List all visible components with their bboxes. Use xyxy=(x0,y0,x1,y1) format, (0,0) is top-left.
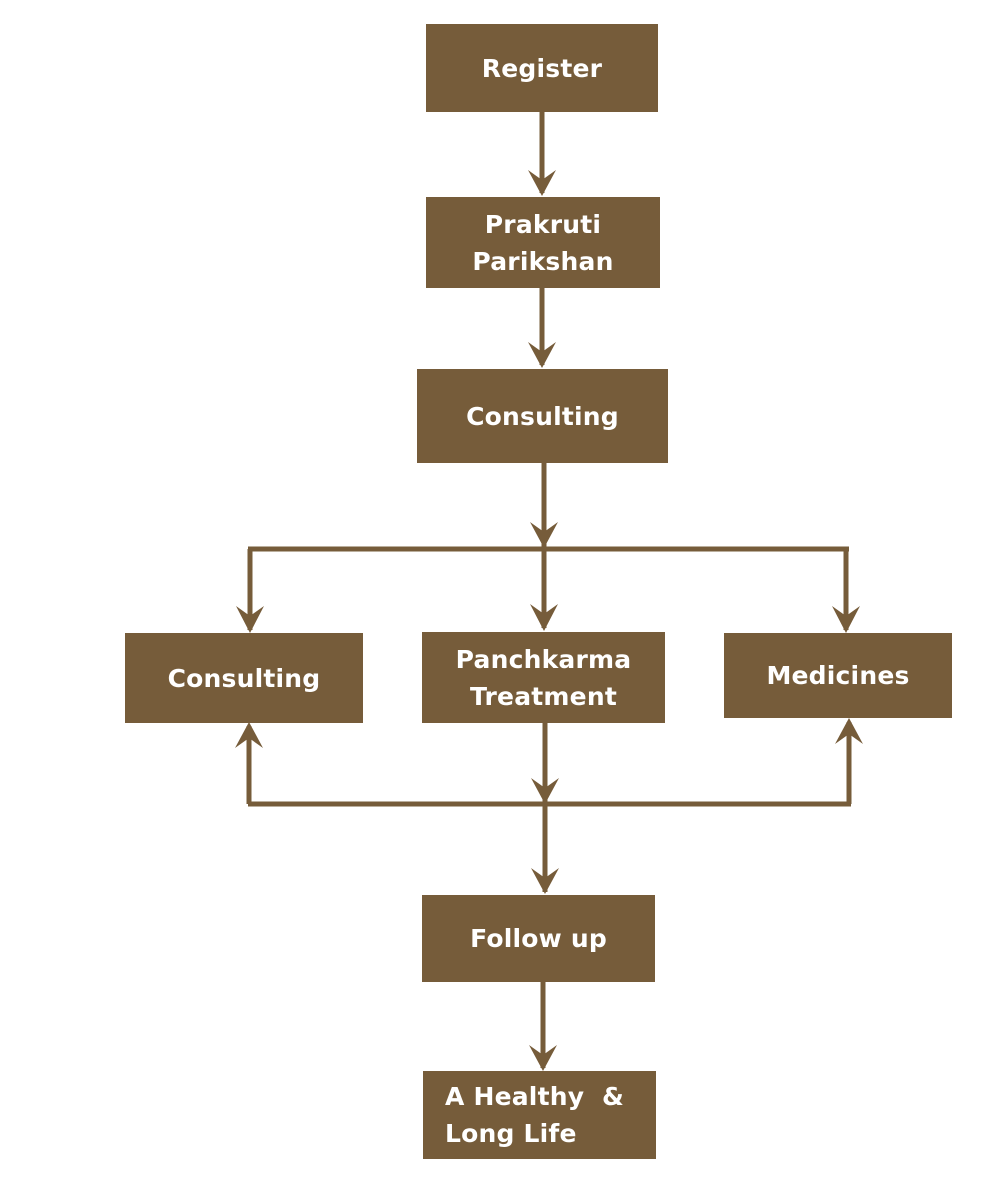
node-consulting-main: Consulting xyxy=(417,369,668,463)
node-prakruti-parikshan: Prakruti Parikshan xyxy=(426,197,660,288)
arrowhead xyxy=(530,604,558,631)
node-consulting: Consulting xyxy=(125,633,363,723)
node-label: A Healthy & Long Life xyxy=(445,1082,625,1148)
arrowhead xyxy=(835,718,863,744)
node-label: Prakruti Parikshan xyxy=(472,209,614,276)
node-medicines: Medicines xyxy=(724,633,952,718)
arrowhead xyxy=(529,1045,557,1071)
node-label: Medicines xyxy=(766,661,910,690)
node-register: Register xyxy=(426,24,658,112)
arrowhead xyxy=(235,722,263,748)
arrowhead xyxy=(531,868,559,894)
arrowhead xyxy=(530,522,558,548)
node-healthy-long-life: A Healthy & Long Life xyxy=(423,1071,656,1159)
node-label: Consulting xyxy=(466,401,619,431)
node-label: Follow up xyxy=(470,924,607,953)
node-follow-up: Follow up xyxy=(422,895,655,982)
arrowhead xyxy=(531,778,559,804)
arrowhead xyxy=(528,170,556,196)
node-label: Consulting xyxy=(167,663,321,693)
arrowhead xyxy=(832,606,860,633)
node-label: Panchkarma Treatment xyxy=(455,644,632,711)
arrowhead xyxy=(236,606,264,633)
node-panchkarma-treatment: Panchkarma Treatment xyxy=(422,632,665,723)
arrowhead xyxy=(528,342,556,368)
node-label: Register xyxy=(481,53,603,83)
